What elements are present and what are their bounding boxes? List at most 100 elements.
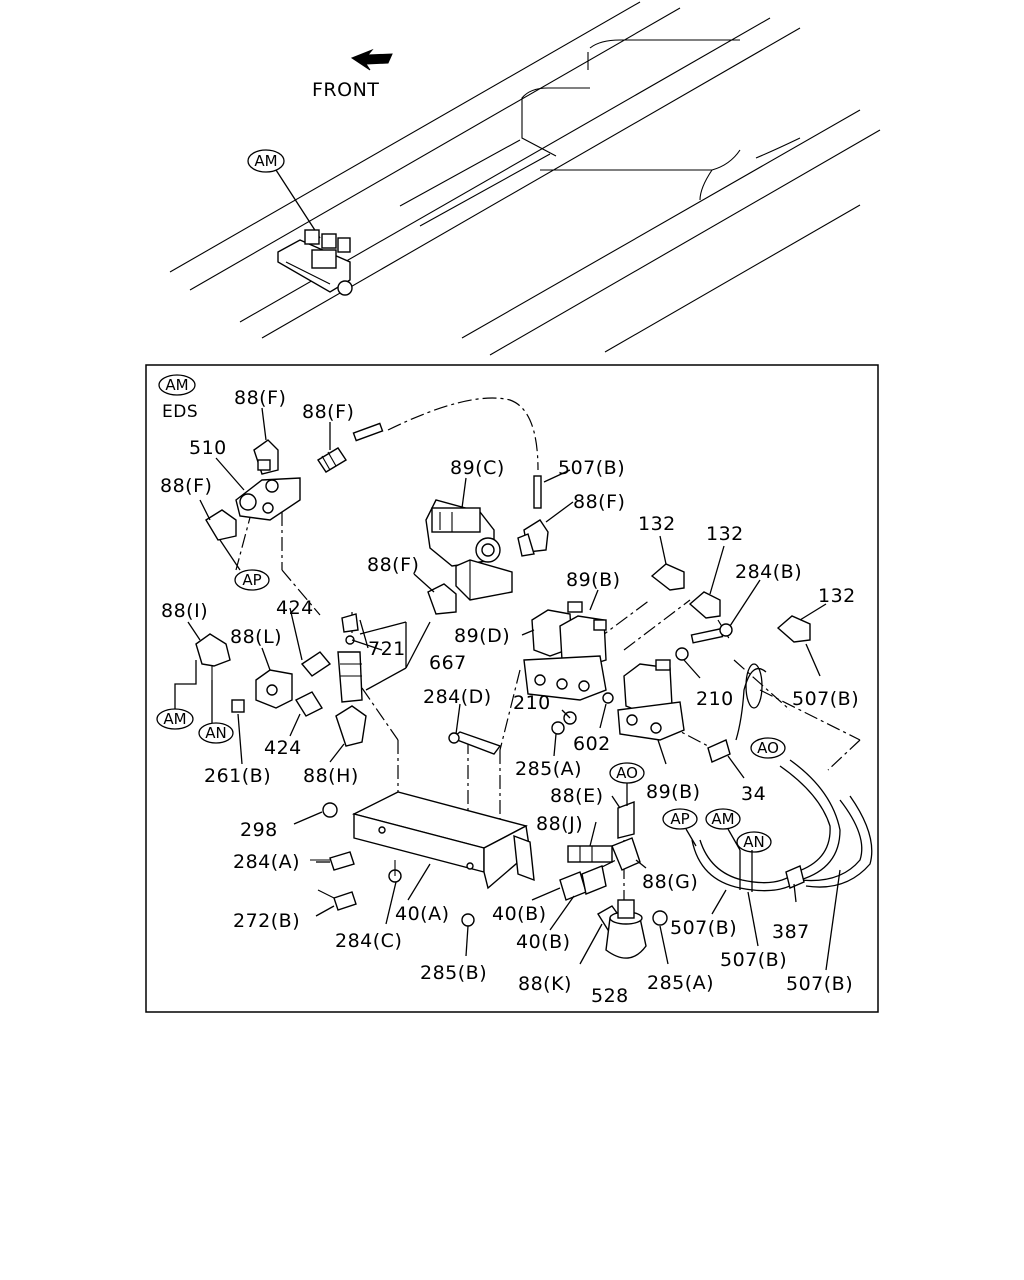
callout-label: 424: [264, 737, 302, 759]
callout-label: 507(B): [720, 949, 787, 971]
callout-label: 285(B): [420, 962, 487, 984]
callout-label: 284(B): [735, 561, 802, 583]
callout-label: 88(E): [550, 785, 604, 807]
vehicle-frame-overview: [169, 1, 881, 356]
overview-valve-assembly: [277, 229, 353, 296]
fitting-88f-middle: [427, 583, 457, 615]
callout-label: 528: [591, 985, 629, 1007]
detail-view-tag: AM: [165, 376, 188, 394]
bolt-284d: [448, 731, 502, 755]
front-label: FRONT: [312, 79, 379, 101]
connector-tag-am-left: AM: [156, 660, 197, 730]
callout-label: 210: [513, 692, 551, 714]
callout-label: 132: [638, 513, 676, 535]
solenoid-valve-89c: [425, 499, 513, 601]
callout-label: 89(C): [450, 457, 505, 479]
harness-507b: [691, 663, 873, 892]
callout-label: 88(F): [302, 401, 354, 423]
elbow-88i: [195, 633, 231, 680]
callout-label: 284(C): [335, 930, 402, 952]
nut-285b: [461, 913, 475, 927]
callout-label: 88(F): [234, 387, 286, 409]
overview-location-tag: AM: [254, 152, 277, 170]
callout-label: 285(A): [647, 972, 714, 994]
bolt-284b: [690, 623, 733, 644]
callout-label: 40(B): [516, 931, 571, 953]
nut-298: [322, 802, 338, 818]
callout-label: 40(B): [492, 903, 547, 925]
oring-602: [602, 692, 614, 704]
callout-label: 667: [429, 652, 467, 674]
bolt-272b: [317, 889, 357, 911]
callout-leader-lines: [187, 407, 841, 971]
callout-label: 89(B): [566, 569, 621, 591]
fitting-424-upper: [300, 651, 332, 677]
callout-label: 298: [240, 819, 278, 841]
callout-label: 89(B): [646, 781, 701, 803]
front-direction-arrow-icon: [350, 48, 393, 71]
detail-view-frame: [145, 364, 879, 1013]
fitting-88f-straight-top: [317, 422, 384, 473]
callout-label: 284(A): [233, 851, 300, 873]
callout-label: 34: [741, 783, 766, 805]
callout-label: 40(A): [395, 903, 450, 925]
detail-view-subtitle: EDS: [162, 402, 198, 422]
callout-label: 602: [573, 733, 611, 755]
callout-label: 507(B): [792, 688, 859, 710]
connector-tag-ap-left: AP: [234, 569, 270, 591]
tee-88e: [617, 800, 635, 839]
overview-location-callout: AM: [247, 149, 321, 239]
callout-label: 507(B): [558, 457, 625, 479]
callout-label: 272(B): [233, 910, 300, 932]
connector-tag-am-harness: AM: [705, 808, 741, 851]
nut-285a-lower: [652, 910, 668, 926]
callout-label: 89(D): [454, 625, 510, 647]
connector-tag-ap-harness: AP: [662, 808, 698, 847]
fitting-424-lower: [294, 691, 324, 717]
connector-tag-ao-right: AO: [750, 737, 786, 759]
fitting-132-a: [650, 563, 685, 591]
callout-label: 88(K): [518, 973, 572, 995]
callout-label: 510: [189, 437, 227, 459]
fitting-132-c: [776, 615, 811, 643]
callout-label: 88(L): [230, 626, 282, 648]
callout-label: 88(F): [160, 475, 212, 497]
solenoid-valve-89d: [523, 601, 607, 701]
fitting-88j: [567, 845, 613, 863]
svg-text:AO: AO: [616, 764, 638, 782]
tee-88g: [611, 837, 641, 871]
callout-label: 88(F): [573, 491, 625, 513]
callout-label: 88(J): [536, 813, 583, 835]
svg-text:AN: AN: [205, 724, 226, 742]
solenoid-valve-89b: [617, 659, 685, 741]
valve-721-667: [337, 613, 363, 703]
callout-label: 285(A): [515, 758, 582, 780]
washer-210-right: [675, 647, 689, 661]
callout-label: 284(D): [423, 686, 492, 708]
callout-label: 88(I): [161, 600, 208, 622]
fitting-88f-elbow-top: [253, 439, 279, 475]
rod-507b-top: [533, 475, 542, 509]
callout-label: 88(F): [367, 554, 419, 576]
fitting-88f-left: [205, 509, 237, 541]
svg-text:AM: AM: [711, 810, 734, 828]
callout-label: 261(B): [204, 765, 271, 787]
svg-text:AM: AM: [163, 710, 186, 728]
bolt-284c: [388, 860, 402, 883]
bracket-40a: [352, 791, 535, 890]
callout-label: 507(B): [786, 973, 853, 995]
svg-text:AN: AN: [743, 833, 764, 851]
drain-valve-528: [605, 899, 647, 959]
callout-label: 721: [368, 638, 406, 660]
callout-labels: 88(F) 88(F) 510 88(F) 89(C) 507(B) 88(F)…: [160, 387, 859, 1007]
connector-tag-ao-lower: AO: [609, 762, 645, 806]
callout-label: 88(H): [303, 765, 359, 787]
connector-tag-an-harness: AN: [736, 831, 772, 853]
callout-label: 210: [696, 688, 734, 710]
fitting-132-b: [688, 591, 721, 619]
svg-text:AP: AP: [670, 810, 689, 828]
tee-fitting-510: [235, 477, 301, 521]
callout-label: 132: [706, 523, 744, 545]
callout-label: 132: [818, 585, 856, 607]
